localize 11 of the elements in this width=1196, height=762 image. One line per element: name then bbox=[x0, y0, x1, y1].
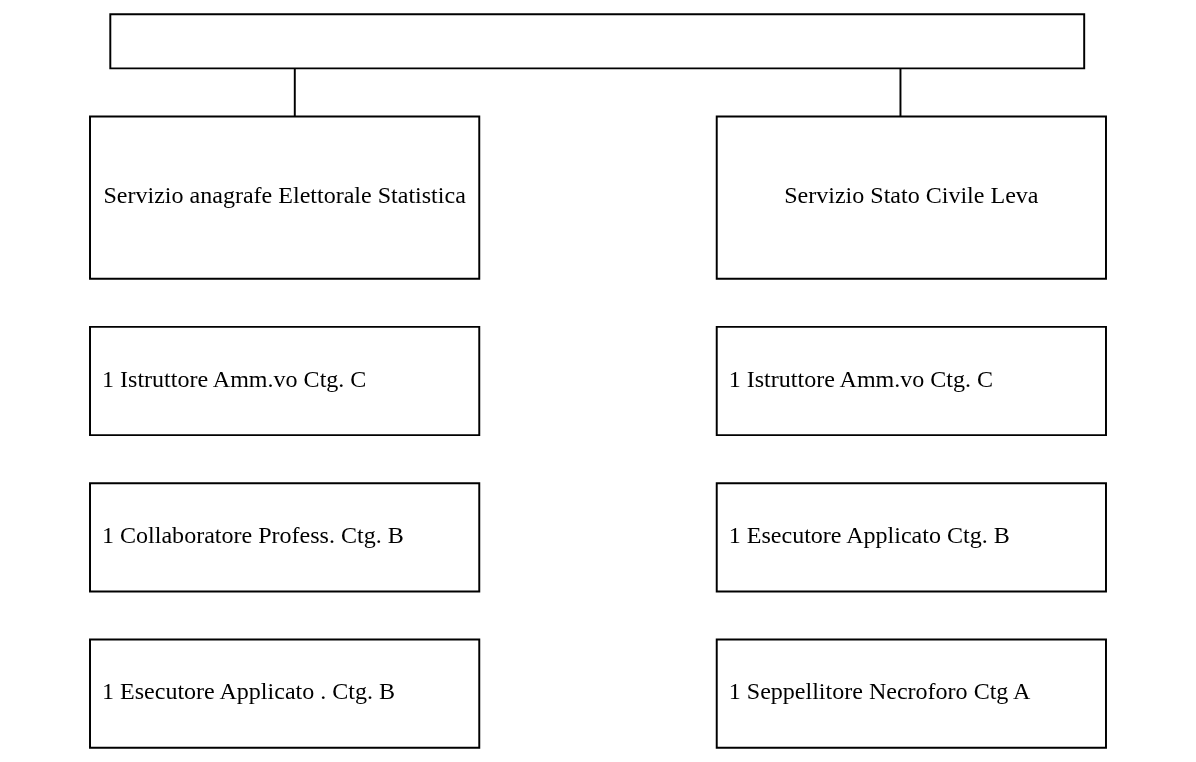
node-box: Servizio anagrafe Elettorale Statistica bbox=[89, 115, 481, 280]
node-box: Servizio Stato Civile Leva bbox=[715, 115, 1107, 280]
node-box: 1 Istruttore Amm.vo Ctg. C bbox=[89, 325, 481, 437]
node-box: 1 Seppellitore Necroforo Ctg A bbox=[715, 638, 1107, 749]
node-box bbox=[109, 13, 1086, 70]
connector bbox=[899, 67, 902, 118]
node-box: 1 Esecutore Applicato Ctg. B bbox=[715, 482, 1107, 593]
node-box: 1 Collaboratore Profess. Ctg. B bbox=[89, 482, 481, 593]
connector bbox=[293, 67, 296, 118]
node-box: 1 Esecutore Applicato . Ctg. B bbox=[89, 638, 481, 749]
node-box: 1 Istruttore Amm.vo Ctg. C bbox=[715, 325, 1107, 437]
